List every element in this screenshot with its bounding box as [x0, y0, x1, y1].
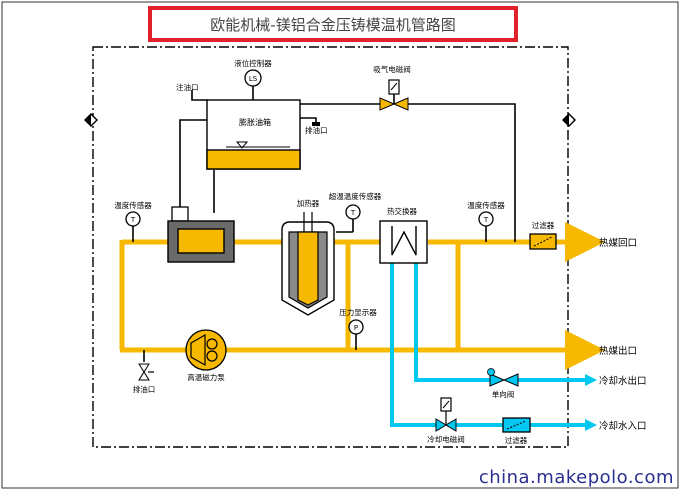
port-cool-out: 冷却水出口 [599, 375, 647, 387]
water-arrows [585, 374, 597, 431]
exhaust-valve-label: 吸气电磁阀 [373, 64, 411, 74]
level-controller-label: 液位控制器 [234, 58, 272, 68]
filter-top-label: 过滤器 [532, 220, 555, 230]
overtemp-sensor-label: 超温温度传感器 [329, 191, 382, 201]
water-piping [390, 252, 585, 427]
temp-sensor-right-symbol: T [483, 216, 489, 224]
watermark: china.makepolo.com [478, 467, 674, 488]
port-heat-out: 热媒出口 [599, 345, 637, 357]
right-connector-icon [562, 113, 576, 127]
temp-sensor-left-icon [125, 211, 141, 227]
check-valve-label: 单向阀 [492, 389, 515, 399]
temp-sensor-left-label: 温度传感器 [114, 200, 152, 210]
oil-fill-label: 注油口 [176, 82, 199, 92]
temp-sensor-right-icon [478, 211, 494, 227]
bottom-drain-label: 排油口 [133, 384, 156, 394]
title-box [148, 6, 518, 42]
filter-bottom-icon [502, 417, 531, 433]
left-connector-icon [84, 113, 98, 127]
cooling-solenoid-label: 冷却电磁阀 [427, 434, 465, 444]
oil-cooler-box [167, 206, 235, 263]
bottom-drain-valve-icon [138, 363, 154, 381]
level-symbol: LS [249, 75, 258, 83]
heat-exchanger [379, 220, 428, 264]
check-valve-icon [487, 368, 519, 387]
temp-sensor-left-symbol: T [130, 216, 136, 224]
diagram-title: 欧能机械-镁铝合金压铸模温机管路图 [210, 16, 455, 34]
overtemp-sensor-icon [345, 204, 361, 220]
cooling-solenoid-valve-icon [435, 397, 457, 432]
filter-bottom-label: 过滤器 [505, 435, 528, 445]
pressure-display-label: 压力显示器 [339, 307, 377, 317]
pressure-symbol: P [354, 324, 358, 332]
heater [281, 212, 335, 316]
port-heat-return: 热媒回口 [599, 237, 637, 249]
pump-label: 高温磁力泵 [187, 372, 225, 382]
temp-sensor-right-label: 温度传感器 [467, 200, 505, 210]
level-controller-icon [244, 69, 262, 87]
expansion-tank [206, 99, 301, 170]
heater-label: 加热器 [297, 198, 320, 208]
port-cool-in: 冷却水入口 [599, 420, 647, 432]
pressure-display-icon [348, 319, 364, 335]
signal-lines [132, 86, 516, 362]
overtemp-sensor-symbol: T [350, 209, 356, 217]
exhaust-solenoid-valve-icon [379, 79, 409, 111]
expansion-tank-label: 膨胀油箱 [239, 117, 271, 127]
heat-exchanger-label: 热交换器 [387, 206, 417, 216]
drain-valve-icon [312, 122, 320, 126]
pump-icon [185, 329, 227, 371]
filter-top-icon [529, 233, 557, 250]
tank-drain-label: 排油口 [305, 125, 328, 135]
oil-piping [119, 222, 605, 370]
